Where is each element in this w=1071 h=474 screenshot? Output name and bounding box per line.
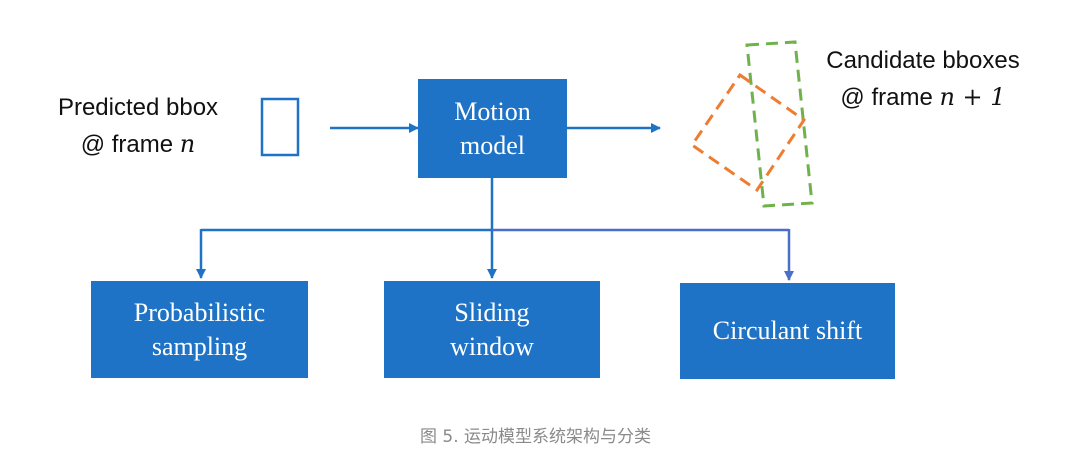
predicted-bbox-line2: @ frame n [38,126,238,163]
predicted-bbox-line1: Predicted bbox [57,94,219,121]
predicted-frame-prefix: @ frame [80,131,180,158]
candidate-frame-prefix: @ frame [840,84,940,111]
circulant-shift-box: Circulant shift [680,283,895,379]
candidate-frame-math: n + 1 [939,83,1006,111]
candidate-bboxes-label: Candidate bboxes @ frame n + 1 [808,43,1038,116]
candidate-bbox-orange [689,72,807,193]
predicted-bbox-label: Predicted bbox @ frame n [38,90,238,163]
candidate-bboxes-line1: Candidate bboxes [826,47,1020,74]
circulant-shift-text: Circulant shift [712,316,863,346]
probabilistic-sampling-text: Probabilistic sampling [133,298,266,361]
probabilistic-sampling-box: Probabilistic sampling [91,281,308,378]
motion-model-text: Motion model [454,97,531,160]
candidate-bbox-green [745,40,814,208]
predicted-frame-math: n [179,130,196,158]
sliding-window-box: Sliding window [384,281,600,378]
motion-model-box: Motion model [418,79,567,178]
predicted-bbox-shape [260,97,300,157]
figure-caption: 图 5. 运动模型系统架构与分类 [419,427,652,447]
candidate-bboxes-line2: @ frame n + 1 [808,79,1038,116]
sliding-window-text: Sliding window [450,298,534,361]
